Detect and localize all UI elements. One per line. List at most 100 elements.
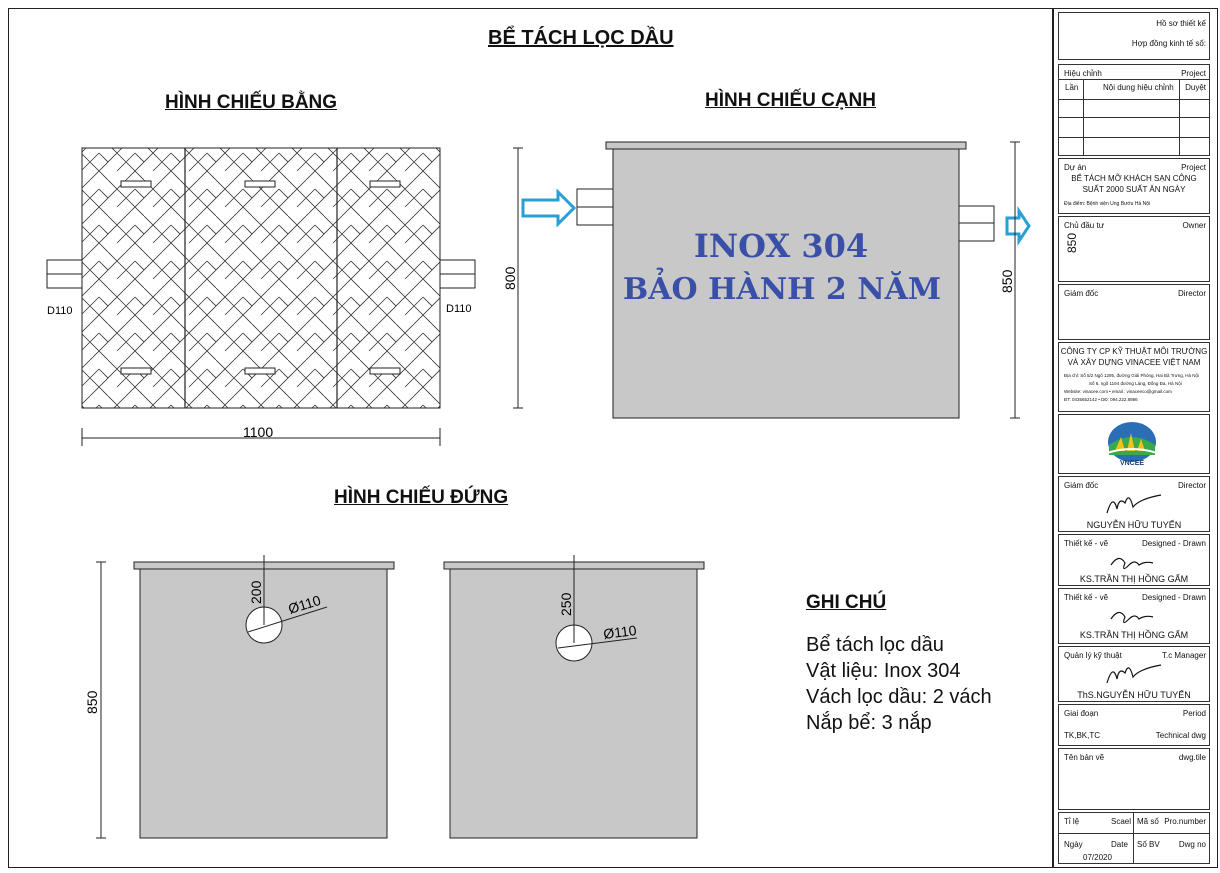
main-title: BỂ TÁCH LỌC DẦU	[488, 27, 674, 49]
tb-designer-2: Thiết kế - vẽ Designed - Drawn KS.TRẦN T…	[1058, 588, 1210, 644]
designer-signature-2	[1110, 611, 1154, 624]
tb-chu-dau-tu: Chủ đầu tư	[1064, 221, 1105, 230]
tb-dwg-no: Dwg no	[1178, 840, 1206, 849]
tb-du-an: Dự án	[1064, 163, 1087, 172]
company-logo: VNCEE	[1106, 422, 1158, 467]
outlet-arrow	[1005, 206, 1031, 246]
dim-hole2-depth: 250	[558, 592, 574, 616]
tb-addr-2: Số 6, ngõ 1194 đường Láng, Đống Đa, Hà N…	[1089, 381, 1182, 386]
tb-designer-name-1: KS.TRẦN THỊ HỒNG GẤM	[1079, 574, 1189, 584]
tb-manager-name: ThS.NGUYỄN HỮU TUYẾN	[1077, 690, 1191, 700]
tb-owner-label: Owner	[1182, 221, 1206, 230]
tb-tk: TK,BK,TC	[1064, 731, 1101, 740]
note-line: Bể tách lọc dầu	[806, 634, 944, 656]
tb-project: Dự án Project BỂ TÁCH MỠ KHÁCH SẠN CÔNG …	[1058, 158, 1210, 214]
dim-width-label: 1100	[243, 424, 273, 440]
side-view	[513, 141, 1031, 419]
tb-dwg-title: dwg.tile	[1178, 753, 1206, 762]
tb-side-text: 850	[1065, 232, 1079, 253]
tb-giai-doan: Giai đoạn	[1064, 709, 1099, 718]
top-view	[46, 147, 476, 446]
side-tank-body	[612, 147, 960, 419]
tb-director-2: Giám đốc Director NGUYỄN HỮU TUYẾN	[1058, 476, 1210, 532]
tb-header: Hồ sơ thiết kế Hợp đồng kinh tế số:	[1058, 12, 1210, 60]
title-block: Hồ sơ thiết kế Hợp đồng kinh tế số: Hiệu…	[1052, 8, 1214, 868]
tb-so-bv: Số BV	[1137, 840, 1160, 849]
tb-noi-dung: Nội dung hiệu chỉnh	[1103, 83, 1174, 92]
tb-technical: Technical dwg	[1155, 731, 1206, 740]
tb-project-name-1: BỂ TÁCH MỠ KHÁCH SẠN CÔNG	[1071, 174, 1197, 183]
manager-signature	[1106, 664, 1162, 684]
tb-lan: Lần	[1065, 83, 1079, 92]
tb-revisions: Hiệu chỉnh Project Lần Nội dung hiệu chỉ…	[1058, 64, 1210, 156]
tb-hieu-chinh: Hiệu chỉnh	[1064, 69, 1102, 78]
tb-director-1: Giám đốc Director	[1058, 284, 1210, 340]
tb-owner: Chủ đầu tư Owner 850	[1058, 216, 1210, 282]
dim-850-label: 850	[999, 269, 1015, 293]
tb-director2: Director	[1177, 481, 1206, 490]
tb-project-label: Project	[1181, 69, 1206, 78]
tb-logo-cell: VNCEE	[1058, 414, 1210, 474]
tb-addr-4: ĐT: 0435652142 • DĐ: 094.222.8986	[1064, 397, 1138, 402]
tb-quan-ly: Quản lý kỹ thuật	[1064, 651, 1122, 660]
tb-hop-dong: Hợp đồng kinh tế số:	[1131, 39, 1206, 48]
tb-company-2: VÀ XÂY DỰNG VINACEE VIỆT NAM	[1067, 358, 1201, 367]
tb-ho-so: Hồ sơ thiết kế	[1156, 19, 1206, 28]
tb-addr-3: Website: vinacee.com • email : vinaceeco…	[1064, 389, 1172, 394]
dim-hole1-depth: 200	[248, 580, 264, 604]
tb-date-label: Date	[1111, 840, 1128, 849]
note-line: Vách lọc dầu: 2 vách	[806, 686, 992, 708]
tb-drawing-title: Tên bản vẽ dwg.tile	[1058, 748, 1210, 810]
tb-thiet-ke-2: Thiết kế - vẽ	[1064, 593, 1109, 602]
tb-project2: Project	[1181, 163, 1206, 172]
notes-list: Bể tách lọc dầu Vật liệu: Inox 304 Vách …	[806, 632, 992, 736]
notes-title: GHI CHÚ	[806, 592, 887, 613]
tb-date-value: 07/2020	[1083, 853, 1112, 862]
tb-tc-manager: T.c Manager	[1161, 651, 1206, 660]
tb-footer: Tỉ lệ Scael Mã số Pro.number Ngày Date S…	[1058, 812, 1210, 864]
tb-addr-1: Địa chỉ: Số 5/2 Ngõ 1295, đường Giải Phó…	[1064, 373, 1200, 378]
tb-designer-name-2: KS.TRẦN THỊ HỒNG GẤM	[1079, 630, 1189, 640]
director-signature	[1106, 494, 1162, 514]
tb-ten-ban-ve: Tên bản vẽ	[1064, 753, 1105, 762]
tb-designed-2: Designed - Drawn	[1141, 593, 1206, 602]
tb-scale: Scael	[1111, 817, 1132, 826]
tb-manager: Quản lý kỹ thuật T.c Manager ThS.NGUYỄN …	[1058, 646, 1210, 702]
tb-period-label: Period	[1182, 709, 1206, 718]
tb-period: Giai đoạn Period TK,BK,TC Technical dwg	[1058, 704, 1210, 746]
logo-text: VNCEE	[1120, 460, 1144, 467]
tb-company: CÔNG TY CP KỸ THUẬT MÔI TRƯỜNG VÀ XÂY DỰ…	[1058, 342, 1210, 412]
tb-giam-doc2: Giám đốc	[1064, 481, 1099, 490]
designer-signature-1	[1110, 557, 1154, 570]
tb-ngay: Ngày	[1064, 840, 1083, 849]
pipe-right-label: D110	[446, 303, 471, 315]
tb-duyet: Duyệt	[1185, 83, 1206, 92]
tb-director: Director	[1177, 289, 1206, 298]
top-view-title: HÌNH CHIẾU BẰNG	[165, 92, 338, 113]
pipe-left-label: D110	[47, 305, 72, 317]
drawing-frame	[8, 8, 1218, 868]
front-view	[96, 555, 705, 839]
tb-project-name-2: SUẤT 2000 SUẤT ĂN NGÀY	[1082, 185, 1186, 194]
dim-hole2-dia: Ø110	[602, 622, 637, 642]
tb-dia-diem: Địa điểm: Bệnh viện Ung Bướu Hà Nội	[1064, 201, 1151, 207]
tb-pro-number: Pro.number	[1164, 817, 1206, 826]
front-view-title: HÌNH CHIẾU ĐỨNG	[334, 487, 509, 508]
dim-800-label: 800	[502, 266, 518, 290]
inlet-arrow	[521, 188, 577, 228]
dim-front-height-label: 850	[84, 690, 100, 714]
tb-ti-le: Tỉ lệ	[1064, 817, 1080, 826]
note-line: Nắp bể: 3 nắp	[806, 712, 932, 734]
tb-designed-1: Designed - Drawn	[1141, 539, 1206, 548]
drawing-canvas: D110 D110 1100 800 850 850 200 Ø110 250 …	[46, 141, 1031, 839]
side-view-title: HÌNH CHIẾU CẠNH	[705, 90, 876, 111]
badge-line-2: BẢO HÀNH 2 NĂM	[623, 267, 941, 307]
tb-ma-so: Mã số	[1137, 817, 1159, 826]
tb-designer-1: Thiết kế - vẽ Designed - Drawn KS.TRẦN T…	[1058, 534, 1210, 586]
side-lid	[605, 141, 967, 150]
tb-director-name: NGUYỄN HỮU TUYẾN	[1086, 520, 1182, 530]
lid-handles	[120, 180, 401, 375]
tb-giam-doc: Giám đốc	[1064, 289, 1099, 298]
note-line: Vật liệu: Inox 304	[806, 660, 961, 682]
tb-thiet-ke-1: Thiết kế - vẽ	[1064, 539, 1109, 548]
